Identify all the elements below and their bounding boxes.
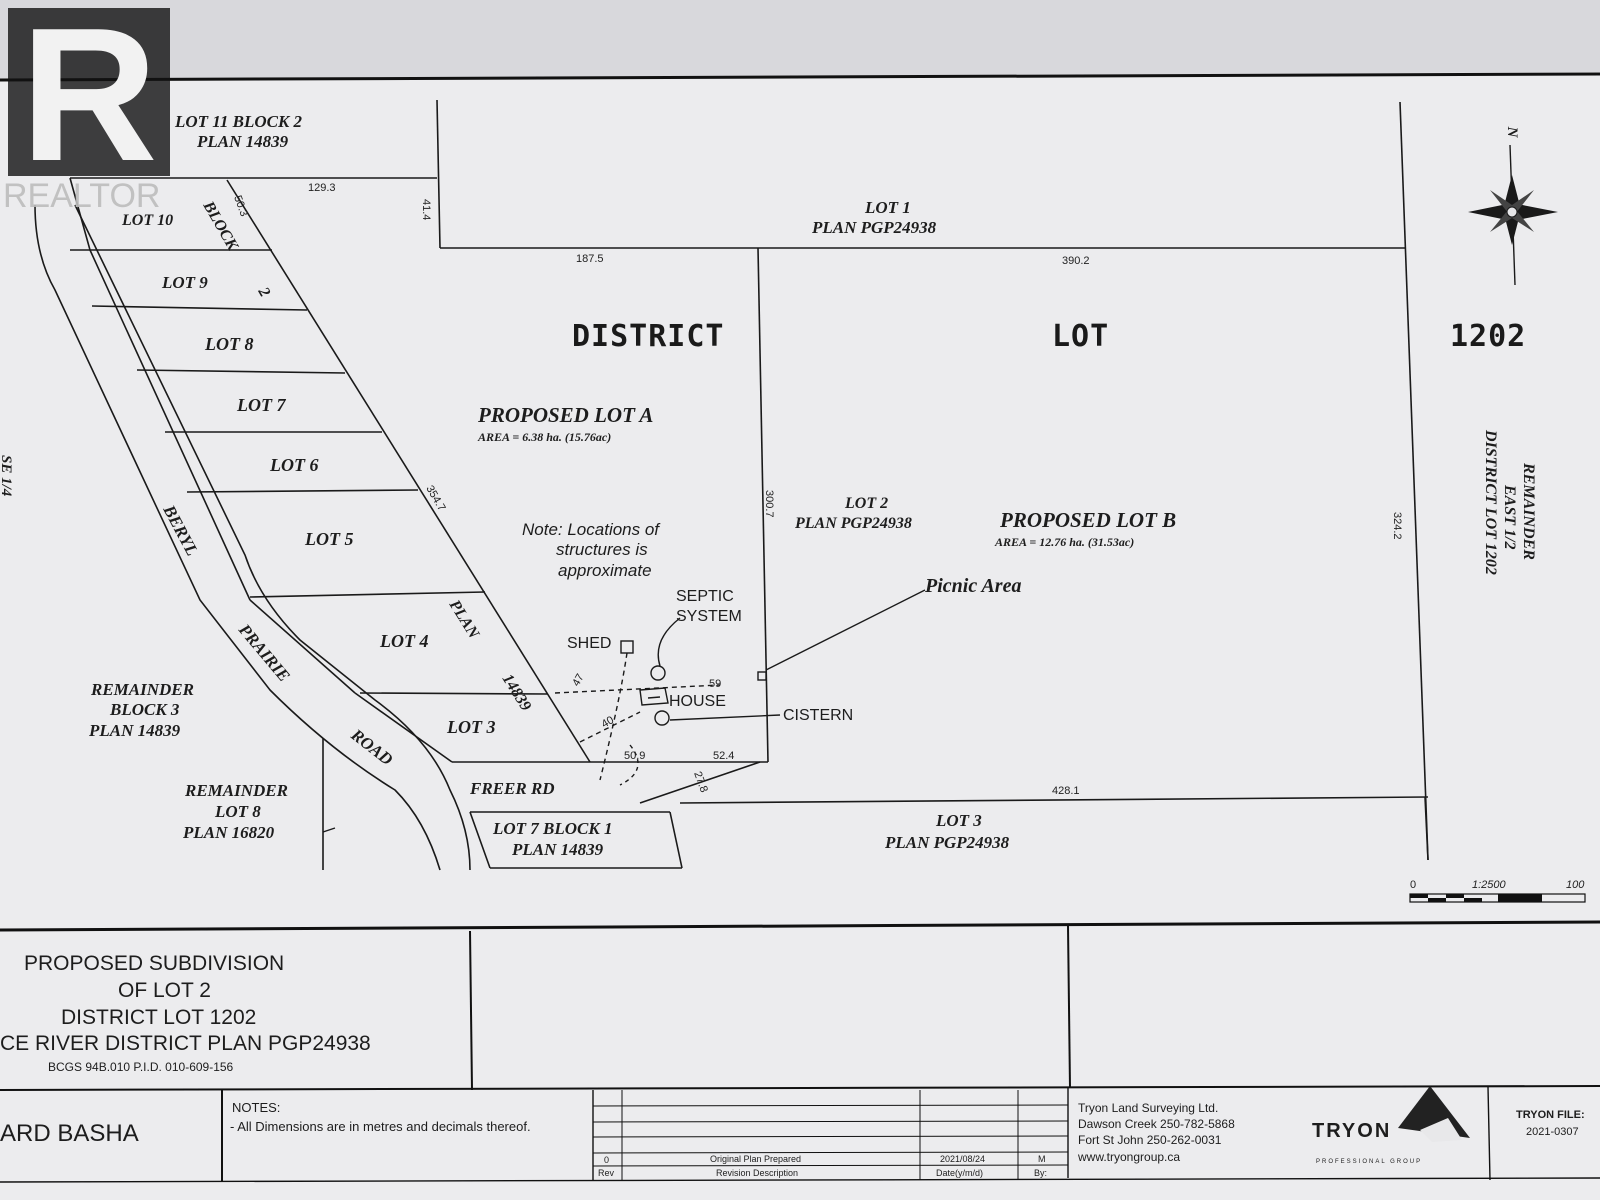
firm-line3: Fort St John 250-262-0031 <box>1078 1133 1222 1147</box>
shed-label: SHED <box>567 635 611 652</box>
plan-title-line2: OF LOT 2 <box>118 979 211 1002</box>
tryon-logo-subtext: PROFESSIONAL GROUP <box>1316 1159 1422 1165</box>
rev-number: 0 <box>604 1155 609 1165</box>
dim-41: 41.4 <box>420 199 432 220</box>
structure-markers <box>322 589 926 833</box>
dim-187: 187.5 <box>576 253 604 265</box>
by-header: By: <box>1034 1168 1047 1178</box>
dim-300: 300.7 <box>763 490 775 518</box>
lot5-label: LOT 5 <box>304 529 354 549</box>
north-label: N <box>1504 126 1520 139</box>
remainder-l8-line2: LOT 8 <box>214 802 261 821</box>
proposed-lot-a: PROPOSED LOT A <box>477 403 653 427</box>
dim-52: 52.4 <box>713 750 734 762</box>
realtor-watermark: R REALTOR <box>0 0 184 215</box>
proposed-lot-b: PROPOSED LOT B <box>999 508 1176 532</box>
map-frame <box>0 72 1600 932</box>
lot9-label: LOT 9 <box>161 273 208 292</box>
dim-50-9: 50.9 <box>624 750 645 762</box>
septic-label-line1: SEPTIC <box>676 588 734 605</box>
rev-by: M <box>1038 1154 1046 1164</box>
scale-zero: 0 <box>1410 879 1416 891</box>
note-line1: Note: Locations of <box>522 520 661 539</box>
remainder-b3-line2: BLOCK 3 <box>109 700 180 719</box>
lot7b1-line1: LOT 7 BLOCK 1 <box>492 819 612 838</box>
remainder-b3-line1: REMAINDER <box>90 680 194 699</box>
remainder-east-line1: REMAINDER <box>1520 462 1537 560</box>
rev-date: 2021/08/24 <box>940 1154 985 1164</box>
notes-heading: NOTES: <box>232 1100 280 1115</box>
realtor-brand-text: REALTOR <box>3 177 160 212</box>
left-edge-label: SE 1/4 <box>0 455 14 497</box>
remainder-b3-line3: PLAN 14839 <box>88 721 181 740</box>
title-block-grid <box>0 925 1600 1183</box>
dim-59: 59 <box>709 678 721 690</box>
scale-bar: 0 1:2500 100 <box>1409 879 1586 903</box>
notes-body: - All Dimensions are in metres and decim… <box>230 1119 531 1134</box>
lot3-label: LOT 3 <box>446 717 496 737</box>
lot7b1-line2: PLAN 14839 <box>511 840 604 859</box>
firm-line2: Dawson Creek 250-782-5868 <box>1078 1117 1235 1131</box>
cistern-marker <box>654 710 670 726</box>
dim-428: 428.1 <box>1052 785 1080 797</box>
tryon-file-number: 2021-0307 <box>1526 1126 1579 1138</box>
area-lot-a: AREA = 6.38 ha. (15.76ac) <box>477 430 611 444</box>
picnic-area-label: Picnic Area <box>924 575 1021 597</box>
lot6-label: LOT 6 <box>269 455 319 475</box>
lot3b-line1: LOT 3 <box>935 811 982 830</box>
picnic-marker <box>757 671 767 681</box>
district-label: DISTRICT <box>572 319 725 354</box>
lot1-line2: PLAN PGP24938 <box>811 218 937 237</box>
realtor-logo-icon: R <box>20 0 157 201</box>
freer-road-label: FREER RD <box>469 779 555 798</box>
septic-marker <box>650 665 666 681</box>
lot1-line1: LOT 1 <box>864 198 911 217</box>
note-line3: approximate <box>558 561 652 580</box>
lot-word-label: LOT <box>1052 319 1109 354</box>
cistern-label: CISTERN <box>783 707 853 724</box>
house-label: HOUSE <box>669 693 726 710</box>
dim-129: 129.3 <box>308 182 336 194</box>
lot7-label: LOT 7 <box>236 395 286 415</box>
dim-40: 40 <box>600 714 617 731</box>
tryon-file-heading: TRYON FILE: <box>1516 1109 1585 1121</box>
plan-title-line3: DISTRICT LOT 1202 <box>61 1006 256 1029</box>
septic-label-line2: SYSTEM <box>676 608 742 625</box>
firm-line1: Tryon Land Surveying Ltd. <box>1078 1101 1218 1115</box>
dim-47: 47 <box>570 672 587 689</box>
remainder-l8-line3: PLAN 16820 <box>182 823 275 842</box>
lot3b-line2: PLAN PGP24938 <box>884 833 1010 852</box>
scale-ratio: 1:2500 <box>1472 879 1507 891</box>
bcgs-pid: BCGS 94B.010 P.I.D. 010-609-156 <box>48 1060 234 1074</box>
plan-title-line4: CE RIVER DISTRICT PLAN PGP24938 <box>0 1032 371 1055</box>
lot10-label: LOT 10 <box>121 212 173 229</box>
lot8-label: LOT 8 <box>204 334 254 354</box>
plan-title-line1: PROPOSED SUBDIVISION <box>24 952 284 975</box>
tryon-logo-text: TRYON <box>1312 1120 1391 1142</box>
lot2-line1: LOT 2 <box>844 495 888 512</box>
dim-390: 390.2 <box>1062 255 1090 267</box>
remainder-l8-line1: REMAINDER <box>184 781 288 800</box>
dim-324: 324.2 <box>1391 512 1403 540</box>
firm-line4: www.tryongroup.ca <box>1077 1150 1180 1164</box>
lot11-line2: PLAN 14839 <box>196 132 289 151</box>
client-name: ARD BASHA <box>0 1120 139 1147</box>
north-arrow-icon: N <box>1468 126 1558 286</box>
tryon-logo: TRYON PROFESSIONAL GROUP <box>1312 1086 1470 1165</box>
rev-header: Rev <box>598 1168 615 1178</box>
scale-end: 100 <box>1566 879 1585 891</box>
lot-number-label: 1202 <box>1450 319 1526 354</box>
rev-description: Original Plan Prepared <box>710 1154 801 1164</box>
lot4-label: LOT 4 <box>379 631 429 651</box>
date-header: Date(y/m/d) <box>936 1168 983 1178</box>
area-lot-b: AREA = 12.76 ha. (31.53ac) <box>994 535 1134 549</box>
note-line2: structures is <box>556 540 648 559</box>
remainder-east-line3: DISTRICT LOT 1202 <box>1482 429 1499 575</box>
lot11-line1: LOT 11 BLOCK 2 <box>174 112 303 131</box>
lot2-line2: PLAN PGP24938 <box>794 515 912 532</box>
remainder-east-line2: EAST 1/2 <box>1501 484 1518 549</box>
desc-header: Revision Description <box>716 1168 798 1178</box>
